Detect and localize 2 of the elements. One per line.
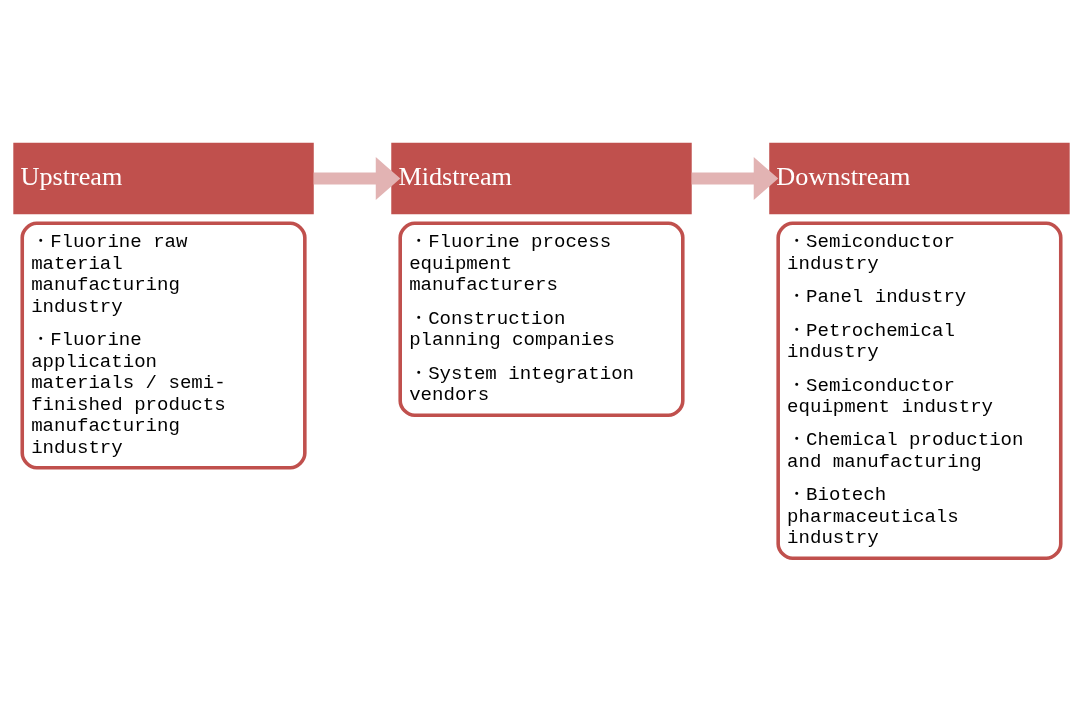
arrow — [691, 156, 779, 200]
arrow — [313, 156, 401, 200]
